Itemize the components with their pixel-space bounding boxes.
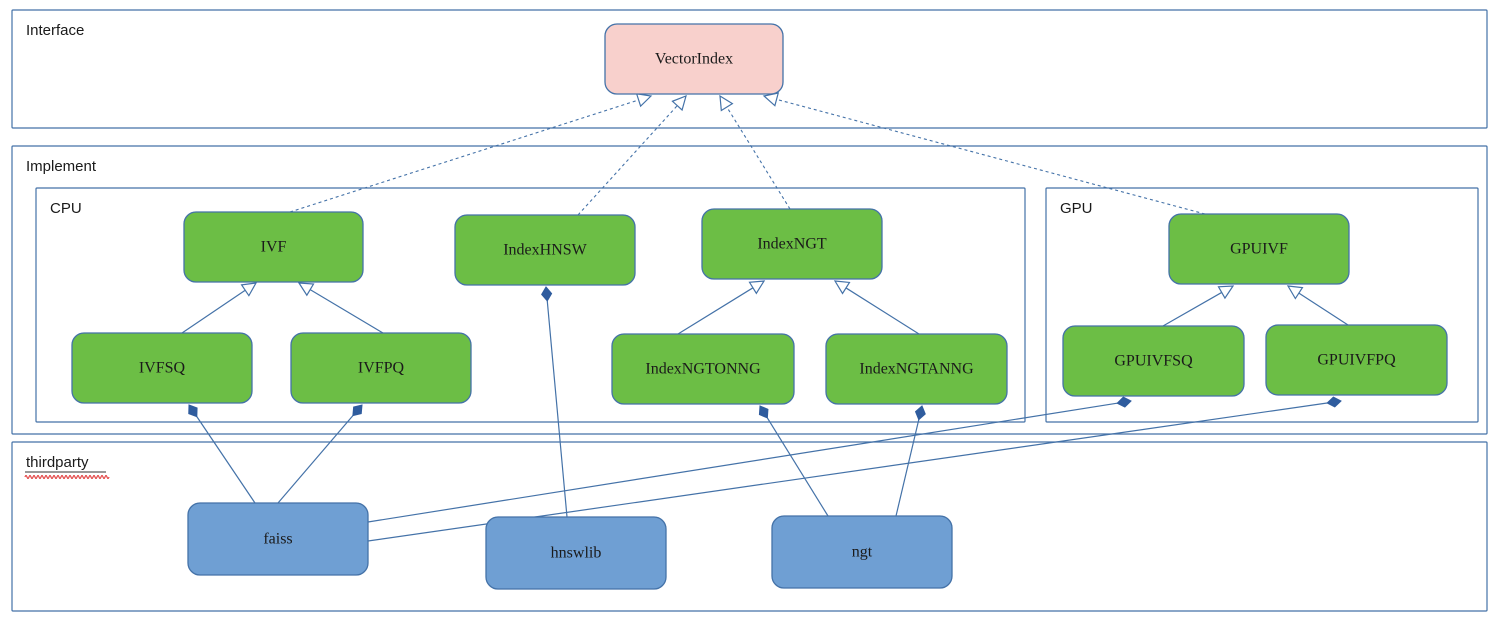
node-label-ivf: IVF — [261, 239, 287, 256]
node-ngt[interactable]: ngt — [771, 515, 953, 589]
node-label-gpuivfsq: GPUIVFSQ — [1114, 353, 1193, 370]
node-label-gpuivfpq: GPUIVFPQ — [1317, 352, 1396, 369]
group-label-implement: Implement — [26, 158, 97, 175]
spellcheck-underline — [24, 474, 110, 480]
node-label-indexngt: IndexNGT — [757, 236, 827, 253]
edge-ngt-to-indexngtonng — [758, 405, 829, 517]
edge-indexhnsw-to-vectorindex — [577, 95, 687, 216]
node-label-faiss: faiss — [263, 531, 292, 548]
node-label-indexngtanng: IndexNGTANNG — [859, 361, 974, 378]
node-indexngtonng[interactable]: IndexNGTONNG — [611, 333, 795, 405]
edge-gpuivfsq-to-gpuivf — [1162, 285, 1235, 327]
node-gpuivf[interactable]: GPUIVF — [1168, 213, 1350, 285]
edge-faiss-to-ivfsq — [188, 404, 256, 504]
edge-ivf-to-vectorindex — [289, 93, 653, 213]
group-label-cpu: CPU — [50, 200, 82, 217]
edge-ivfpq-to-ivf — [297, 282, 384, 334]
node-label-ivfpq: IVFPQ — [358, 360, 405, 377]
node-ivfpq[interactable]: IVFPQ — [290, 332, 472, 404]
edge-indexngtanng-to-indexngt — [833, 280, 920, 335]
node-indexhnsw[interactable]: IndexHNSW — [454, 214, 636, 286]
edge-faiss-to-gpuivfsq — [367, 396, 1132, 523]
node-indexngtanng[interactable]: IndexNGTANNG — [825, 333, 1008, 405]
node-faiss[interactable]: faiss — [187, 502, 369, 576]
group-thirdparty: thirdparty — [11, 441, 1488, 612]
edge-gpuivfpq-to-gpuivf — [1286, 285, 1349, 326]
edge-faiss-to-ivfpq — [277, 404, 363, 504]
node-label-ivfsq: IVFSQ — [139, 360, 186, 377]
node-vectorindex[interactable]: VectorIndex — [604, 23, 784, 95]
group-label-gpu: GPU — [1060, 200, 1093, 217]
node-label-vectorindex: VectorIndex — [655, 51, 733, 68]
edge-ngt-to-indexngtanng — [895, 405, 926, 517]
edge-ivfsq-to-ivf — [181, 282, 258, 334]
node-ivf[interactable]: IVF — [183, 211, 364, 283]
edge-indexngtonng-to-indexngt — [677, 280, 766, 335]
node-label-ngt: ngt — [852, 544, 873, 561]
edge-indexngt-to-vectorindex — [719, 94, 791, 210]
node-label-hnswlib: hnswlib — [551, 545, 602, 562]
group-label-thirdparty: thirdparty — [26, 454, 89, 471]
node-label-indexngtonng: IndexNGTONNG — [645, 361, 761, 378]
node-ivfsq[interactable]: IVFSQ — [71, 332, 253, 404]
node-indexngt[interactable]: IndexNGT — [701, 208, 883, 280]
node-gpuivfsq[interactable]: GPUIVFSQ — [1062, 325, 1245, 397]
node-label-indexhnsw: IndexHNSW — [503, 242, 587, 259]
node-label-gpuivf: GPUIVF — [1230, 241, 1288, 258]
edge-hnswlib-to-indexhnsw — [541, 286, 568, 518]
group-label-interface: Interface — [26, 22, 84, 39]
node-hnswlib[interactable]: hnswlib — [485, 516, 667, 590]
node-gpuivfpq[interactable]: GPUIVFPQ — [1265, 324, 1448, 396]
